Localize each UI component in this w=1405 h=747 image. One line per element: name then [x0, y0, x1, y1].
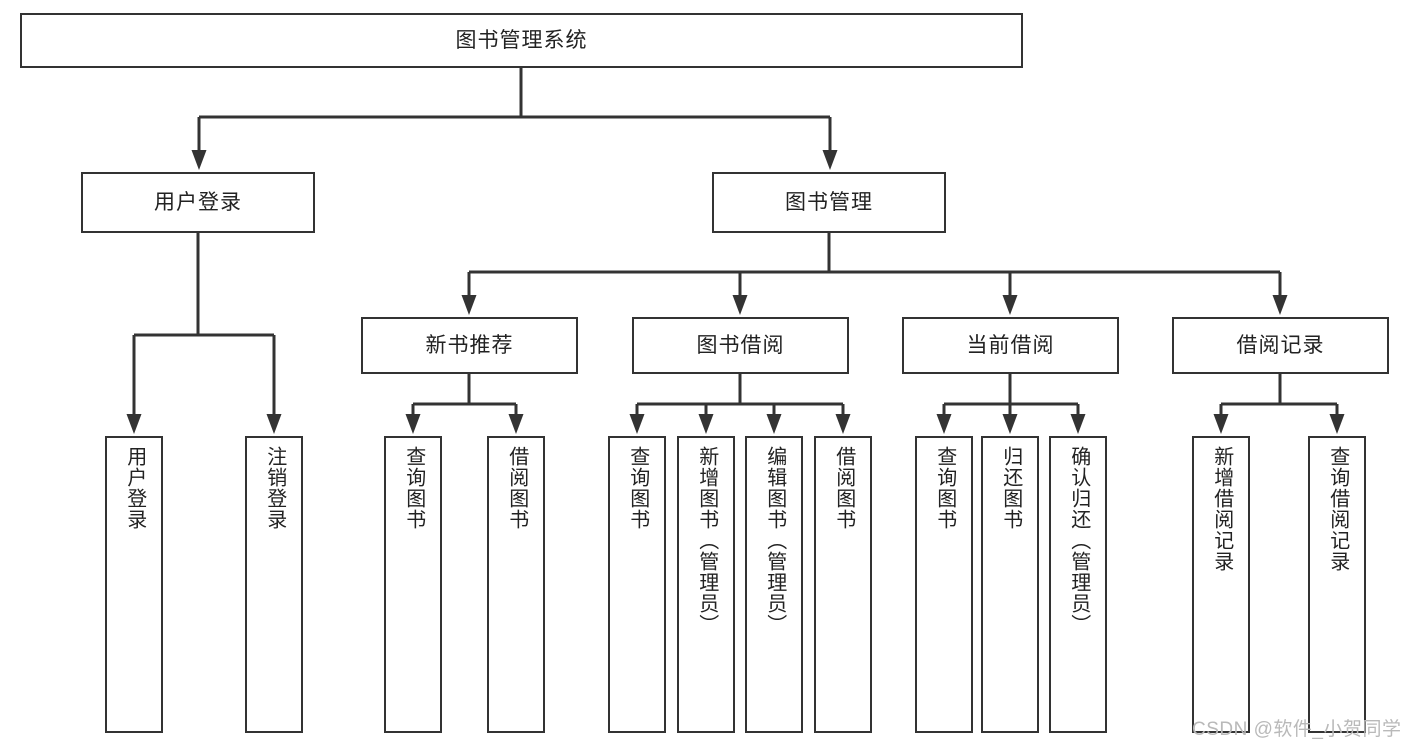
leaf-current-query-book-label: 查询图书 [933, 446, 956, 530]
leaf-new-query-book-label: 查询图书 [402, 446, 425, 530]
leaf-new-query-book[interactable]: 查询图书 [384, 436, 442, 733]
leaf-user-logout-label: 注销登录 [263, 446, 286, 530]
leaf-record-add[interactable]: 新增借阅记录 [1192, 436, 1250, 733]
node-user-login[interactable]: 用户登录 [81, 172, 315, 233]
leaf-user-login-label: 用户登录 [123, 446, 146, 530]
leaf-current-return-book[interactable]: 归还图书 [981, 436, 1039, 733]
leaf-new-borrow-book-label: 借阅图书 [505, 446, 528, 530]
node-book-borrow-label: 图书借阅 [696, 333, 785, 357]
node-book-management[interactable]: 图书管理 [712, 172, 946, 233]
leaf-current-return-book-label: 归还图书 [999, 446, 1022, 530]
node-root[interactable]: 图书管理系统 [20, 13, 1023, 68]
leaf-new-borrow-book[interactable]: 借阅图书 [487, 436, 545, 733]
node-book-management-label: 图书管理 [785, 190, 873, 214]
leaf-record-query-label: 查询借阅记录 [1326, 446, 1349, 572]
leaf-borrow-add-book-label: 新增图书（管理员） [695, 446, 718, 635]
node-book-borrow[interactable]: 图书借阅 [632, 317, 849, 374]
leaf-current-query-book[interactable]: 查询图书 [915, 436, 973, 733]
leaf-current-confirm-return-label: 确认归还（管理员） [1067, 446, 1090, 635]
node-borrow-record-label: 借阅记录 [1236, 333, 1325, 357]
node-current-borrow[interactable]: 当前借阅 [902, 317, 1119, 374]
node-new-book-recommend[interactable]: 新书推荐 [361, 317, 578, 374]
leaf-borrow-edit-book[interactable]: 编辑图书（管理员） [745, 436, 803, 733]
leaf-borrow-borrow-book[interactable]: 借阅图书 [814, 436, 872, 733]
node-user-login-label: 用户登录 [154, 190, 242, 214]
leaf-user-login[interactable]: 用户登录 [105, 436, 163, 733]
leaf-borrow-add-book[interactable]: 新增图书（管理员） [677, 436, 735, 733]
node-borrow-record[interactable]: 借阅记录 [1172, 317, 1389, 374]
leaf-borrow-query-book-label: 查询图书 [626, 446, 649, 530]
leaf-borrow-edit-book-label: 编辑图书（管理员） [763, 446, 786, 635]
leaf-record-query[interactable]: 查询借阅记录 [1308, 436, 1366, 733]
leaf-current-confirm-return[interactable]: 确认归还（管理员） [1049, 436, 1107, 733]
node-new-book-recommend-label: 新书推荐 [425, 333, 514, 357]
leaf-record-add-label: 新增借阅记录 [1210, 446, 1233, 572]
leaf-user-logout[interactable]: 注销登录 [245, 436, 303, 733]
leaf-borrow-borrow-book-label: 借阅图书 [832, 446, 855, 530]
node-current-borrow-label: 当前借阅 [966, 333, 1055, 357]
leaf-borrow-query-book[interactable]: 查询图书 [608, 436, 666, 733]
node-root-label: 图书管理系统 [455, 28, 588, 52]
